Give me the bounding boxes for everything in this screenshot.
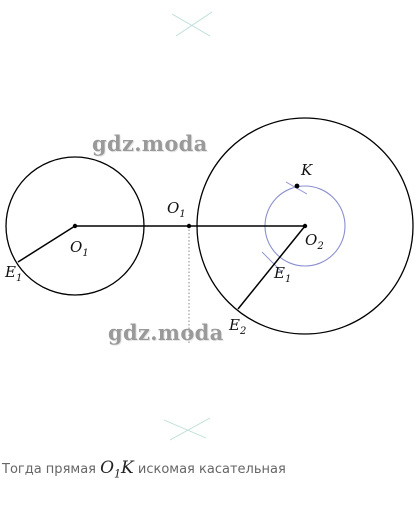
label-K: K	[301, 161, 313, 179]
point-K	[294, 183, 300, 189]
label-O1-upper: O1	[167, 199, 186, 220]
caption-text: Тогда прямая O1K искомая касательная	[2, 458, 286, 481]
faint-marks	[163, 11, 213, 441]
point-O2	[302, 223, 308, 229]
construction-arc-mark-2	[261, 251, 283, 273]
point-O1	[72, 223, 78, 229]
label-E2: E2	[229, 316, 247, 337]
label-E1-left: E1	[5, 263, 23, 284]
point-midpoint	[186, 223, 192, 229]
label-O2: O2	[305, 231, 324, 252]
label-E1-right: E1	[274, 264, 292, 285]
label-O1: O1	[70, 238, 89, 259]
watermark-top: gdz.moda	[92, 131, 208, 156]
radius-O2-E2	[237, 225, 306, 310]
watermark-bottom: gdz.moda	[108, 320, 224, 345]
radius-O1-E1	[17, 225, 76, 263]
